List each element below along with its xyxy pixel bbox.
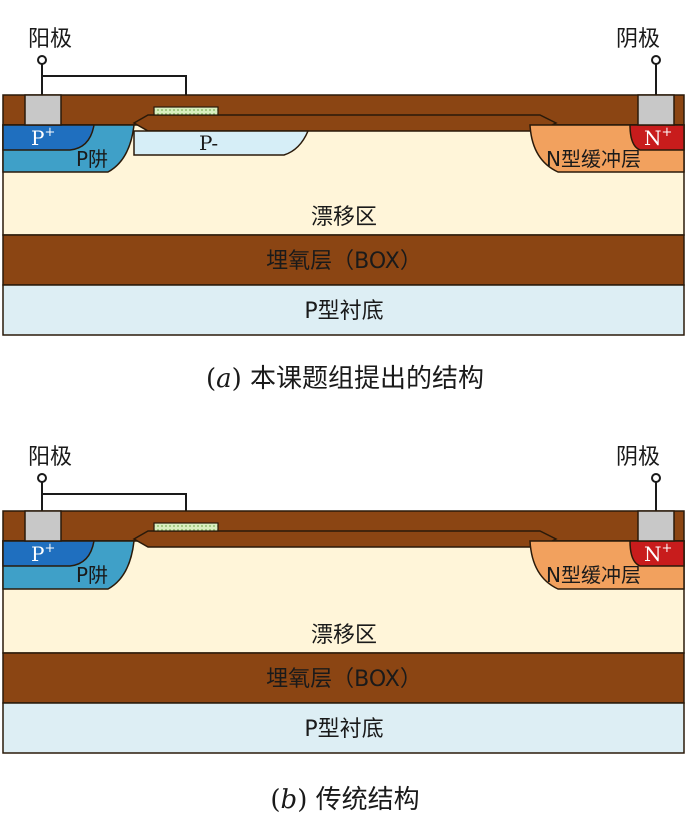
n-buffer-label: N型缓冲层 [546, 147, 641, 171]
p-plus-label: P+ [31, 541, 55, 566]
drift-label: 漂移区 [311, 623, 377, 648]
n-plus-label: N+ [644, 541, 672, 566]
buried-oxide [2, 652, 685, 704]
cathode-label: 阴极 [616, 445, 660, 470]
drift-label: 漂移区 [311, 205, 377, 230]
anode-contact [24, 510, 62, 542]
box-label: 埋氧层（BOX） [266, 249, 422, 274]
field-oxide [132, 530, 558, 548]
p-minus-label: P- [199, 131, 218, 155]
cathode-label: 阴极 [616, 27, 660, 52]
substrate [2, 284, 685, 336]
n-buffer-label: N型缓冲层 [546, 563, 641, 587]
field-plate [153, 522, 219, 532]
cathode-contact [637, 510, 675, 542]
box-label: 埋氧层（BOX） [266, 667, 422, 692]
substrate [2, 702, 685, 754]
figure-b: 阳极 阴极 P+ P阱 N型缓冲层 N+ 漂移区 埋氧层（BOX） P型衬底 [2, 445, 685, 815]
cathode-wire [651, 473, 661, 513]
substrate-label: P型衬底 [304, 299, 383, 324]
substrate-label: P型衬底 [304, 717, 383, 742]
anode-label: 阳极 [28, 445, 72, 470]
cathode-wire [651, 55, 661, 97]
p-well-label: P阱 [76, 147, 108, 171]
p-well-label: P阱 [76, 563, 108, 587]
anode-contact [24, 94, 62, 126]
n-plus-label: N+ [644, 125, 672, 150]
field-oxide [132, 114, 558, 132]
caption-a: (a) 本课题组提出的结构 [206, 364, 484, 394]
p-plus-region [2, 540, 95, 567]
p-plus-region [2, 124, 95, 151]
p-minus-region [133, 130, 310, 156]
anode-label: 阳极 [28, 27, 72, 52]
figure-a: 阳极 阴极 P [2, 27, 685, 394]
field-plate [153, 106, 219, 116]
n-plus-region [629, 540, 685, 567]
caption-b: (b) 传统结构 [270, 785, 419, 815]
p-plus-label: P+ [31, 125, 55, 150]
n-plus-region [629, 124, 685, 151]
cathode-contact [637, 94, 675, 126]
